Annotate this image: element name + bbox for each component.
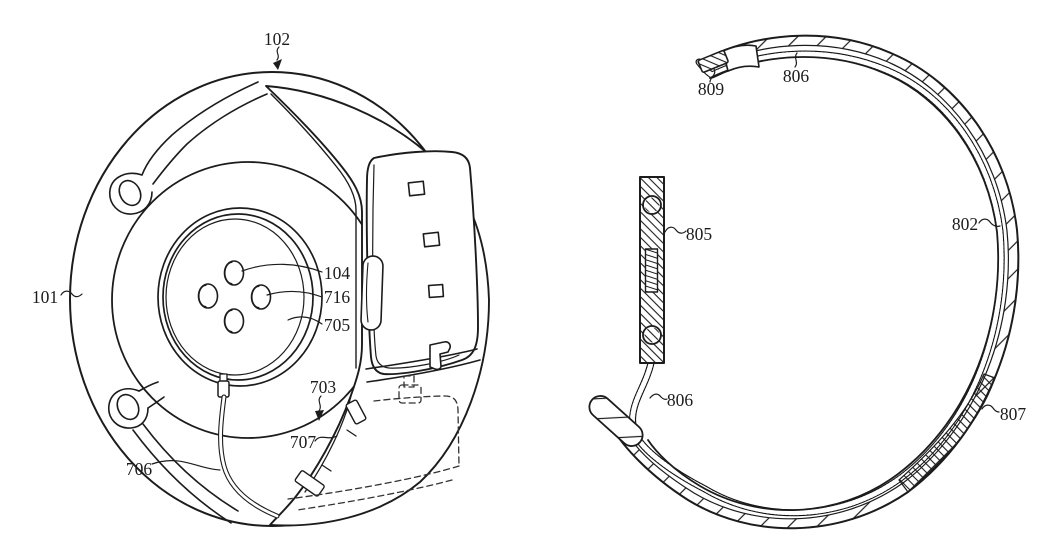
band-inner-edge [647,56,1000,512]
band-edge-block-2 [294,470,325,497]
buckle-plate-inner-line [372,164,460,369]
sensor-window-left [197,283,219,309]
buckle-plate [365,150,479,376]
label-806-bottom: 806 [667,390,694,410]
strap-hole-3 [427,283,445,299]
leader-809 [709,68,716,83]
band-end-cap [722,44,760,72]
lug-block [639,176,665,364]
hidden-strap-dashed [287,375,460,511]
sensor-window-top [223,260,245,286]
back-crystal-inner-edge [165,218,305,376]
leader-707 [314,435,338,442]
band-keeper-loop [360,255,384,331]
leader-102 [276,46,280,61]
band-edge-tick-1 [346,429,357,437]
band-top-edge-line [270,93,357,369]
sensor-window-right [250,284,272,310]
leader-706 [151,460,221,471]
leader-806-top [794,52,798,68]
sensor-window-bottom [223,308,245,334]
label-706: 706 [126,459,153,479]
strap-hole-1 [407,180,426,197]
label-806-top: 806 [783,66,810,86]
arrowhead-703 [315,410,324,421]
leader-104 [241,263,323,273]
arrowhead-102 [273,59,282,70]
label-705: 705 [324,315,351,335]
label-716: 716 [324,287,351,307]
band-end-tab [588,395,644,447]
leader-716 [266,290,323,298]
band-segmented-layer [606,35,1019,529]
buckle-bar-top [365,348,478,370]
reference-labels: 102 101 104 716 705 703 707 706 809 806 … [32,29,1027,479]
label-809: 809 [698,79,725,99]
band-channel [627,45,1009,519]
label-805: 805 [686,224,713,244]
leader-703 [318,395,322,412]
leader-805 [664,226,687,234]
cable-end-nib [697,49,729,73]
band-edge-block-1 [345,399,367,425]
leader-101 [60,290,83,298]
leader-705 [287,316,323,325]
back-crystal [162,213,314,381]
band-dense-segment [898,373,996,493]
buckle-tang [429,341,451,371]
right-leader-lines [649,52,1001,413]
band-loop-figure [588,34,1020,530]
leader-806-bottom [649,393,668,400]
strap-hole-2 [422,231,441,248]
watch-back-figure [60,46,490,527]
band-keeper-inner-line [365,262,369,323]
label-102: 102 [264,29,290,49]
leader-802 [978,218,1001,227]
band-mid-line [626,44,1009,520]
label-802: 802 [952,214,978,234]
label-807: 807 [1000,404,1027,424]
label-104: 104 [324,263,351,283]
label-703: 703 [310,377,337,397]
leader-807 [981,404,1000,413]
band-edge-tick-2 [321,464,332,472]
left-leader-lines [60,46,338,471]
label-707: 707 [290,432,317,452]
label-101: 101 [32,287,58,307]
band-outer-edge [605,34,1020,530]
buckle-bar-bottom [366,359,481,383]
sensor-cable-core [219,395,279,518]
lower-band-loop [108,381,239,524]
upper-band-loop [109,81,268,215]
